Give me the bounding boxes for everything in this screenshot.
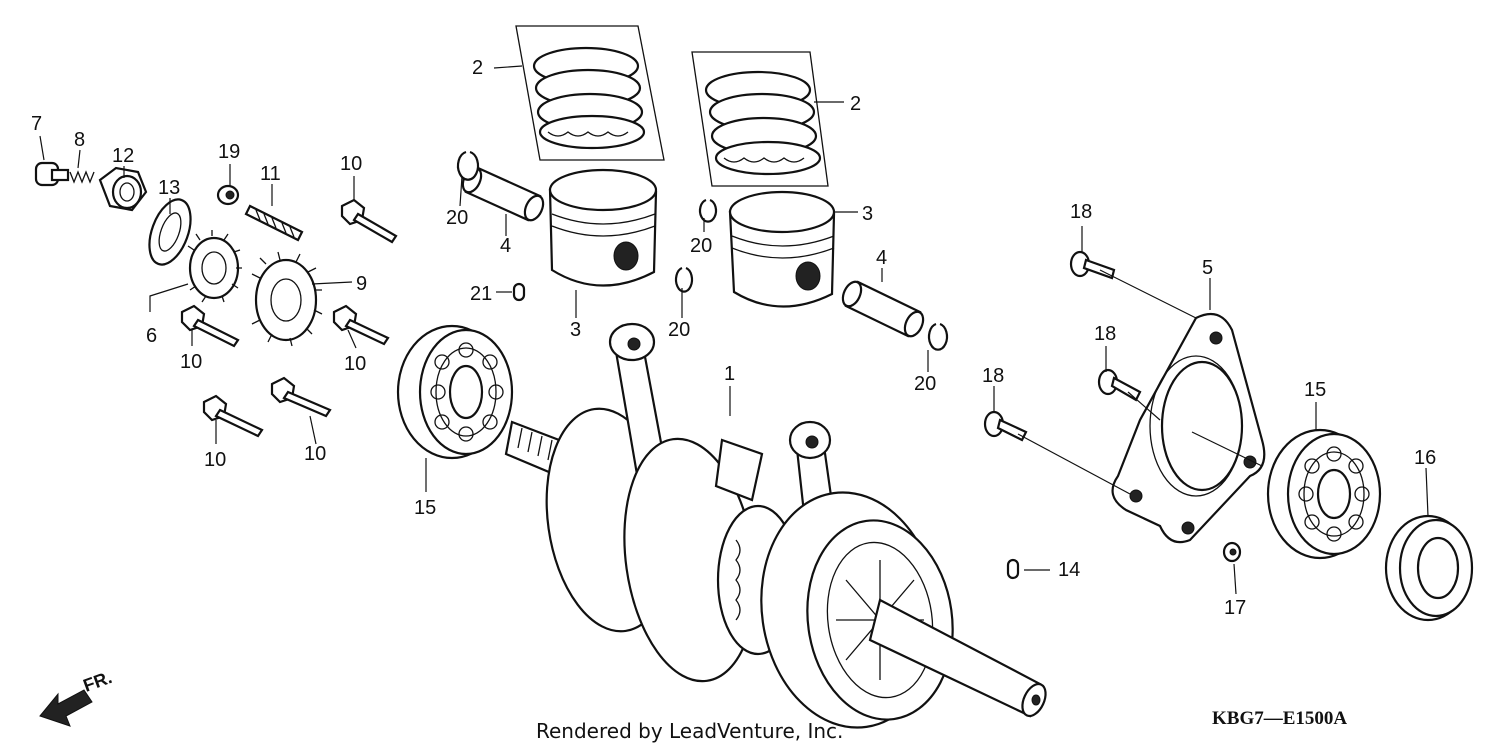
part-8-spring[interactable] <box>69 170 95 184</box>
callout-2: 2 <box>472 57 483 79</box>
part-10-bolt-c[interactable] <box>332 304 390 346</box>
callout-labels: 7 8 12 13 19 11 10 9 6 10 10 10 10 2 2 2… <box>31 57 1436 619</box>
callout-10: 10 <box>304 443 326 465</box>
part-9-gear[interactable] <box>251 251 323 347</box>
callout-10: 10 <box>180 351 202 373</box>
callout-4: 4 <box>876 247 887 269</box>
part-10-bolt-a[interactable] <box>340 198 398 244</box>
diagram-code: KBG7—E1500A <box>1212 708 1347 729</box>
callout-20: 20 <box>914 373 936 395</box>
part-1-crankshaft-assembly[interactable] <box>504 322 1050 739</box>
render-credit: Rendered by LeadVenture, Inc. <box>536 719 843 743</box>
part-5-bearing-holder-plate[interactable] <box>1111 312 1266 544</box>
part-21-dowel-pin[interactable] <box>512 282 526 302</box>
part-14-dowel-pin[interactable] <box>1006 558 1020 580</box>
callout-8: 8 <box>74 129 85 151</box>
part-15-bearing-left[interactable] <box>396 324 514 460</box>
callout-15: 15 <box>1304 379 1326 401</box>
callout-12: 12 <box>112 145 134 167</box>
part-20-clip-c[interactable] <box>674 266 694 293</box>
callout-14: 14 <box>1058 559 1080 581</box>
callout-18: 18 <box>982 365 1004 387</box>
arrow-left-icon <box>39 689 93 727</box>
part-20-clip-b[interactable] <box>698 198 718 223</box>
part-3-piston-left[interactable] <box>548 168 658 287</box>
direction-label: FR. <box>81 667 115 696</box>
callout-1: 1 <box>724 363 735 385</box>
part-16-oil-seal[interactable] <box>1384 514 1474 622</box>
callout-5: 5 <box>1202 257 1213 279</box>
callout-6: 6 <box>146 325 157 347</box>
part-10-bolt-b[interactable] <box>180 304 240 348</box>
callout-10: 10 <box>204 449 226 471</box>
part-2-piston-rings-right[interactable] <box>691 51 829 187</box>
part-3-piston-right[interactable] <box>728 190 836 308</box>
callout-20: 20 <box>690 235 712 257</box>
callout-20: 20 <box>668 319 690 341</box>
callout-7: 7 <box>31 113 42 135</box>
callout-15: 15 <box>414 497 436 519</box>
part-4-piston-pin-left[interactable] <box>459 165 546 223</box>
callout-19: 19 <box>218 141 240 163</box>
part-19-nut[interactable] <box>216 184 240 206</box>
callout-9: 9 <box>356 273 367 295</box>
part-18-bolt-b[interactable] <box>1097 368 1142 402</box>
part-20-clip-d[interactable] <box>927 322 949 351</box>
part-12-nut[interactable] <box>98 166 148 212</box>
part-2-piston-rings-left[interactable] <box>515 25 665 161</box>
part-6-gear[interactable] <box>187 230 242 303</box>
callout-16: 16 <box>1414 447 1436 469</box>
callout-21: 21 <box>470 283 492 305</box>
callout-20: 20 <box>446 207 468 229</box>
part-18-bolt-a[interactable] <box>1069 250 1116 280</box>
callout-3: 3 <box>862 203 873 225</box>
part-20-clip-a[interactable] <box>456 150 480 181</box>
part-13-washer[interactable] <box>141 194 198 270</box>
oil-pump-drive-parts <box>34 161 398 438</box>
front-direction-arrow: FR. <box>39 667 115 727</box>
callout-11: 11 <box>260 163 281 185</box>
callout-3: 3 <box>570 319 581 341</box>
callout-13: 13 <box>158 177 180 199</box>
part-17-nut[interactable] <box>1222 541 1242 563</box>
callout-17: 17 <box>1224 597 1246 619</box>
part-4-piston-pin-right[interactable] <box>839 279 926 339</box>
callout-10: 10 <box>344 353 366 375</box>
callout-18: 18 <box>1070 201 1092 223</box>
part-7-shaft[interactable] <box>34 161 70 187</box>
callout-2: 2 <box>850 93 861 115</box>
part-15-bearing-right[interactable] <box>1266 428 1382 560</box>
callout-4: 4 <box>500 235 511 257</box>
part-10-bolt-e[interactable] <box>270 376 332 418</box>
callout-18: 18 <box>1094 323 1116 345</box>
leader-lines <box>39 65 1429 595</box>
part-18-bolt-c[interactable] <box>983 410 1028 442</box>
callout-10: 10 <box>340 153 362 175</box>
part-10-bolt-d[interactable] <box>202 394 264 438</box>
part-11-stud[interactable] <box>244 204 304 242</box>
